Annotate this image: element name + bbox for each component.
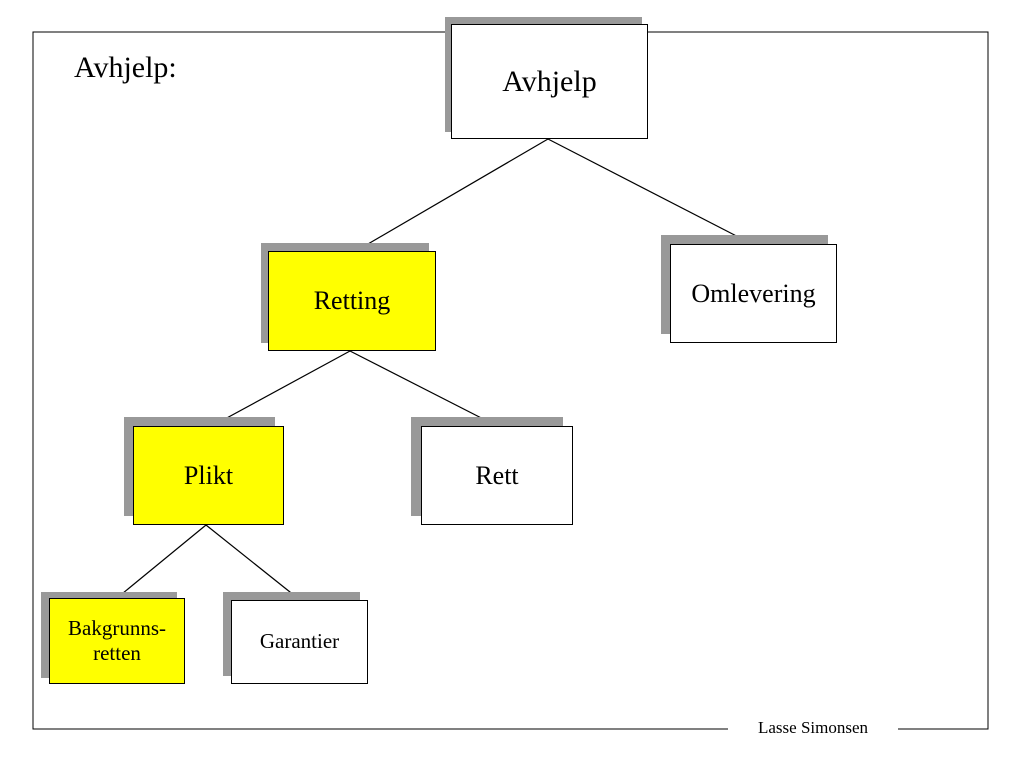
node-label: Garantier: [259, 629, 340, 654]
edges-layer: [116, 138, 753, 601]
node-box: Retting: [268, 251, 436, 351]
node-box: Avhjelp: [451, 24, 648, 139]
edge-retting-rett: [349, 350, 498, 427]
node-label: Rett: [475, 460, 519, 490]
edge-retting-plikt: [211, 350, 351, 427]
edge-avhjelp-omlevering: [547, 138, 753, 245]
node-box: Omlevering: [670, 244, 837, 343]
node-label: Omlevering: [691, 278, 816, 308]
node-label: Bakgrunns- retten: [68, 615, 166, 665]
node-label: Plikt: [183, 460, 234, 490]
node-box: Rett: [421, 426, 573, 525]
footer-author: Lasse Simonsen: [728, 716, 898, 740]
edge-plikt-garantier: [205, 524, 301, 601]
edge-avhjelp-retting: [355, 138, 549, 252]
slide-title: Avhjelp:: [74, 51, 177, 84]
node-box: Garantier: [231, 600, 368, 684]
edge-plikt-bakgrunnsretten: [116, 524, 207, 599]
node-box: Plikt: [133, 426, 284, 525]
node-box: Bakgrunns- retten: [49, 598, 185, 684]
node-label: Retting: [313, 286, 391, 316]
node-label: Avhjelp: [502, 64, 597, 98]
